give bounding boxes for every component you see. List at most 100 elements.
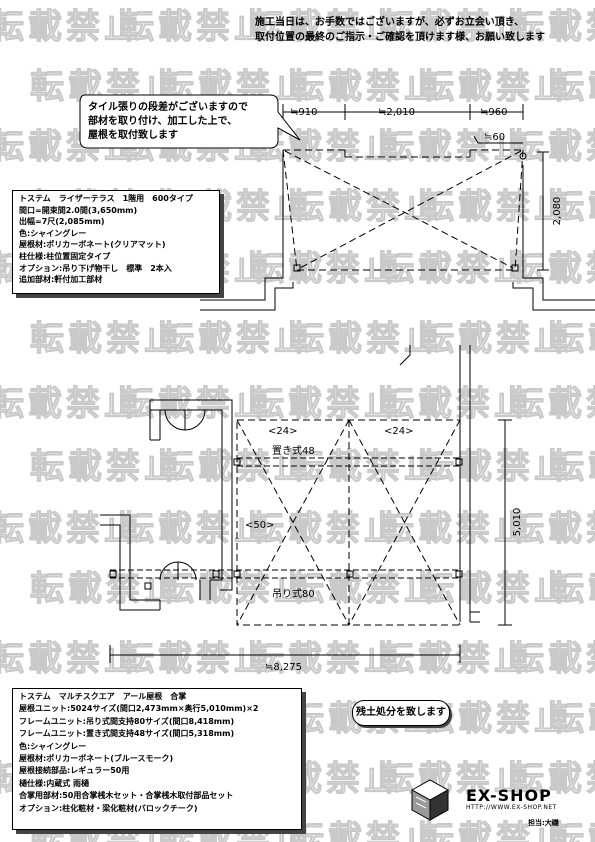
exshop-logo-icon — [410, 779, 450, 821]
notice-line: 施工当日は、お手数ではございますが、必ずお立会い頂き、 — [255, 17, 525, 28]
frame-post — [144, 582, 152, 590]
building-wall — [512, 282, 595, 311]
watermark-text: 転載禁止 — [290, 569, 442, 609]
callout-text: タイル張りの段差がございますので 部材を取り付け、加工した上で、 屋根を取付致し… — [88, 101, 278, 143]
watermark-text: 転載禁止 — [380, 249, 532, 289]
watermark-text: 転載禁止 — [0, 7, 142, 47]
spec-line: 合掌用部材:50用合掌桟木セット・合掌桟木取付部品セット — [19, 791, 234, 801]
watermark-text: 転載禁止 — [380, 7, 532, 47]
notice-line: 取付位置の最終のご指示・ご確認を頂けます様、お願い致します — [255, 32, 545, 43]
watermark-text: 転載禁止 — [550, 67, 595, 107]
spec-line: 樋仕様:内蔵式 雨樋 — [19, 778, 89, 788]
watermark-text: 転載禁止 — [380, 639, 532, 679]
spec-line: オプション:柱化粧材・梁化粧材(バロックチーク) — [19, 803, 198, 813]
watermark-text: 転載禁止 — [250, 639, 402, 679]
frame-post — [455, 570, 463, 578]
watermark-text: 転載禁止 — [510, 639, 595, 679]
watermark-text: 転載禁止 — [550, 699, 595, 739]
watermark-text: 転載禁止 — [550, 447, 595, 487]
house-wall — [100, 524, 160, 611]
frame-post — [212, 570, 220, 578]
watermark-text: 転載禁止 — [420, 187, 572, 227]
dim-depth-label: 5,010 — [512, 508, 523, 537]
frame-post — [346, 570, 354, 578]
spec-line: 屋根材:ポリカーボネート(クリアマット) — [19, 240, 166, 250]
callout-line: タイル張りの段差がございますので — [88, 102, 248, 113]
door-swing — [164, 409, 186, 431]
frame-label-okishiki: 置き式48 — [272, 444, 315, 457]
watermark-text: 転載禁止 — [510, 7, 595, 47]
small-dim-leader — [473, 135, 523, 144]
watermark-text: 転載禁止 — [550, 569, 595, 609]
dim-width-label: ≒8,275 — [265, 662, 302, 673]
spec-line: 出幅=7尺(2,085mm) — [19, 217, 105, 227]
dim-height-label: 2,080 — [552, 197, 563, 226]
spec-line: 間口=開束間2.0間(3,650mm) — [19, 205, 138, 215]
watermark-text: 転載禁止 — [290, 187, 442, 227]
watermark-text: 転載禁止 — [120, 384, 272, 424]
spec-line: 屋根ユニット:5024サイズ(間口2,473mm×奥行5,010mm)×2 — [19, 704, 259, 714]
door-swing — [159, 561, 179, 581]
watermark-text: 転載禁止 — [510, 127, 595, 167]
watermark-text: 転載禁止 — [380, 127, 532, 167]
terrace-post — [519, 152, 527, 160]
building-wall — [200, 282, 294, 311]
terrace-post — [293, 264, 301, 272]
terrace-spec-box: トステム ライザーテラス 1階用 600タイプ 間口=開束間2.0間(3,650… — [12, 190, 220, 294]
roof-unit-label-right: <24> — [384, 426, 413, 437]
watermark-text: 転載禁止 — [120, 7, 272, 47]
building-wall — [200, 150, 284, 301]
frame-post — [455, 458, 463, 466]
watermark-text: 転載禁止 — [510, 509, 595, 549]
watermark-text: 転載禁止 — [0, 639, 142, 679]
spec-line: 追加部材:軒付加工部材 — [19, 275, 103, 285]
building-wall — [522, 165, 595, 301]
watermark-text: 転載禁止 — [290, 447, 442, 487]
watermark-text: 転載禁止 — [30, 447, 182, 487]
bottom-plan — [100, 345, 512, 663]
watermark-text: 転載禁止 — [0, 384, 142, 424]
watermark-text: 転載禁止 — [290, 319, 442, 359]
house-wall — [150, 399, 233, 591]
watermark-text: 転載禁止 — [290, 819, 442, 842]
frame-label-tsurishiki: 吊り式80 — [272, 587, 315, 600]
watermark-text: 転載禁止 — [290, 67, 442, 107]
house-wall — [100, 514, 160, 601]
roof-unit-label-left: <24> — [268, 426, 297, 437]
spec-line: 屋根材:ポリカーボネート(ブルースモーク) — [19, 754, 174, 764]
watermark-text: 転載禁止 — [250, 7, 402, 47]
watermark-text: 転載禁止 — [420, 447, 572, 487]
terrace-roof-outline — [282, 149, 524, 271]
watermark-text: 転載禁止 — [510, 249, 595, 289]
logo-url: HTTP://WWW.EX-SHOP.NET — [466, 804, 557, 811]
dim-right-label: ≒960 — [480, 107, 507, 118]
logo-name: EX-SHOP — [466, 786, 552, 805]
watermark-text: 転載禁止 — [30, 319, 182, 359]
spec-line: トステム ライザーテラス 1階用 600タイプ — [19, 194, 193, 203]
watermark-text: 転載禁止 — [550, 187, 595, 227]
watermark-text: 転載禁止 — [420, 67, 572, 107]
wall-stub — [399, 345, 411, 366]
dim-center-label: ≒2,010 — [378, 107, 415, 118]
watermark-text: 転載禁止 — [160, 447, 312, 487]
frame-post — [109, 570, 117, 578]
dim-small-label: ≒60 — [484, 132, 505, 143]
watermark-text: 転載禁止 — [30, 569, 182, 609]
watermark-text: 転載禁止 — [120, 639, 272, 679]
callout-line: 部材を取り付け、加工した上で、 — [88, 116, 238, 127]
spec-line: フレームユニット:置き式間支持48サイズ(間口5,318mm) — [19, 729, 235, 739]
watermark-text: 転載禁止 — [510, 384, 595, 424]
spec-line: トステム マルチスクエア アール屋根 合掌 — [19, 692, 187, 701]
disposal-note: 残土処分を致します — [352, 700, 450, 726]
watermark-text: 転載禁止 — [510, 759, 595, 799]
square-spec-box: トステム マルチスクエア アール屋根 合掌 屋根ユニット:5024サイズ(間口2… — [12, 688, 302, 830]
watermark-text: 転載禁止 — [160, 319, 312, 359]
spec-line: オプション:吊り下げ物干し 標準 2本入 — [19, 263, 172, 273]
house-wall — [150, 409, 223, 581]
watermark-text: 転載禁止 — [250, 384, 402, 424]
callout-bubble — [79, 94, 301, 149]
terrace-post — [511, 264, 519, 272]
watermark-text: 転載禁止 — [120, 509, 272, 549]
site-notice: 施工当日は、お手数ではございますが、必ずお立会い頂き、 取付位置の最終のご指示・… — [255, 15, 590, 45]
watermark-text: 転載禁止 — [550, 319, 595, 359]
